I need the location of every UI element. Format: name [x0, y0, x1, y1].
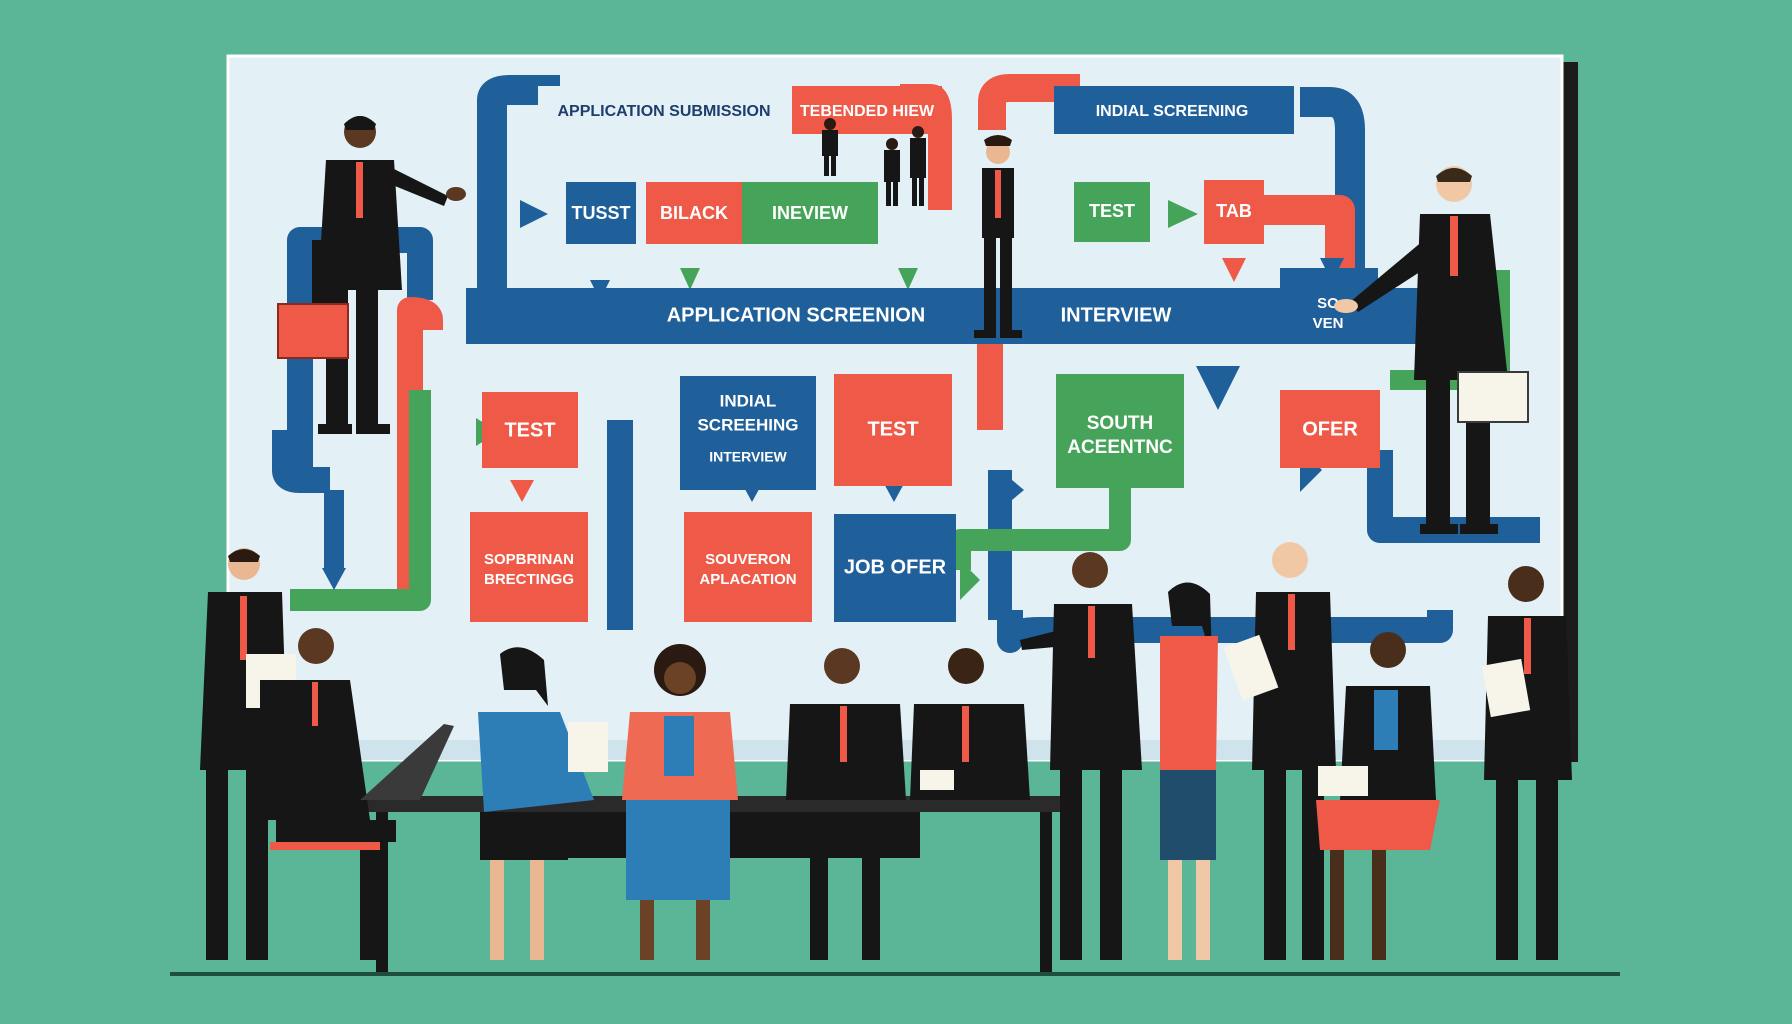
tab-label: TAB — [1216, 201, 1252, 221]
application-submission-label: APPLICATION SUBMISSION — [557, 103, 770, 120]
person-standing-right — [1481, 566, 1572, 960]
indial-label-line1: INDIAL — [720, 391, 777, 410]
person-seated-woman-coral — [622, 644, 738, 960]
small-figures-group — [822, 118, 926, 206]
man-standing-on-board — [974, 135, 1022, 338]
ineview-label: INEVIEW — [772, 203, 848, 223]
application-screening-bar — [466, 288, 1438, 344]
person-seated-laptop — [260, 628, 454, 960]
connector-green-left — [290, 390, 431, 611]
arrow-down-icon — [510, 480, 534, 502]
test-center-box — [834, 374, 952, 486]
job-offer-box — [834, 514, 956, 622]
tab-box — [1204, 180, 1264, 244]
small-figure-3 — [910, 126, 926, 206]
presenter-top-left — [277, 116, 466, 434]
tusst-label: TUSST — [571, 203, 630, 223]
tebend-review-label: TEBENDED HIEW — [800, 103, 935, 120]
person-standing-reading — [1223, 542, 1336, 960]
application-screening-label: APPLICATION SCREENION — [667, 304, 926, 326]
connector-red-right — [1260, 195, 1355, 270]
souveron-label-line1: SOUVERON — [705, 551, 791, 568]
connector-blue-bottom-right — [997, 610, 1453, 653]
team-people — [200, 542, 1572, 960]
person-standing-gesturing — [1020, 552, 1142, 960]
indial-screening-box — [680, 376, 816, 490]
connector-blue-top-right — [1300, 87, 1365, 280]
ofer-label: OFER — [1302, 418, 1358, 440]
black-label: BILACK — [660, 203, 728, 223]
connector-blue-top-left — [477, 75, 560, 340]
arrow-right-icon — [520, 200, 548, 228]
sopbrinan-label-line2: BRECTINGG — [484, 571, 574, 588]
floor-line — [170, 972, 1620, 976]
application-submission-box — [538, 86, 790, 134]
arrow-down-icon — [680, 268, 700, 290]
row-1-steps: TUSST BILACK INEVIEW TEST TAB — [566, 180, 1264, 244]
tebend-review-box — [792, 86, 942, 134]
small-figure-2 — [884, 138, 900, 206]
arrow-down-icon — [322, 568, 346, 590]
paper-document — [1318, 766, 1368, 796]
indial-label-line3: INTERVIEW — [709, 449, 787, 465]
arrow-down-icon — [898, 268, 918, 290]
person-seated-man-right — [910, 648, 1030, 800]
test-top-box — [1074, 182, 1150, 242]
souveron-label-line2: APLACATION — [699, 571, 796, 588]
paper-document — [920, 770, 954, 790]
top-process-bar: APPLICATION SUBMISSION TEBENDED HIEW IND… — [538, 86, 1294, 134]
ineview-box — [742, 182, 878, 244]
initial-screening-label: INDIAL SCREENING — [1096, 103, 1249, 120]
arrow-up-icon — [1000, 470, 1024, 510]
presenter-tie — [356, 162, 363, 218]
row-3-steps: SOPBRINAN BRECTINGG SOUVERON APLACATION … — [470, 512, 956, 622]
connector-red-top — [978, 74, 1080, 130]
test-left-box — [482, 392, 578, 468]
interview-label: INTERVIEW — [1061, 304, 1172, 326]
south-box — [1056, 374, 1184, 488]
presenter-jacket — [1414, 214, 1508, 380]
arrow-left-icon — [960, 560, 980, 600]
chair — [270, 842, 380, 850]
arrow-right-icon — [1168, 200, 1198, 228]
ofer-box — [1280, 390, 1380, 468]
so-ven-label-line1: SO — [1317, 295, 1339, 312]
presenter-jacket — [318, 160, 402, 290]
tusst-box — [566, 182, 636, 244]
connector-blue-left-turn — [272, 430, 330, 493]
sopbrinan-label-line1: SOPBRINAN — [484, 551, 574, 568]
indial-label-line2: SCREEHING — [697, 415, 798, 434]
initial-screening-bar — [1054, 86, 1294, 134]
briefcase-icon — [1457, 371, 1529, 423]
paper-document — [1223, 634, 1279, 701]
test-top-label: TEST — [1089, 201, 1135, 221]
person-seated-woman-blue — [478, 647, 608, 960]
paper-document — [568, 722, 608, 772]
south-label-line1: SOUTH — [1087, 413, 1154, 434]
laptop-icon — [360, 724, 454, 800]
person-seated-woman-right — [1316, 632, 1440, 960]
sopbrinan-box — [470, 512, 588, 622]
test-left-label: TEST — [504, 419, 555, 441]
south-label-line2: ACEENTNC — [1067, 437, 1173, 458]
job-offer-label: JOB OFER — [844, 556, 947, 578]
person-standing-woman-coral — [1160, 582, 1218, 960]
small-figure-1 — [822, 118, 838, 176]
presenter-tie — [1450, 216, 1458, 276]
arrow-down-icon — [1222, 258, 1246, 282]
paper-document — [1481, 658, 1531, 718]
test-center-label: TEST — [867, 418, 918, 440]
presenter-top-right — [1334, 166, 1529, 534]
black-box — [646, 182, 742, 244]
connector-red-left — [397, 297, 443, 610]
briefcase-icon — [277, 303, 349, 359]
row-2-steps: TEST INDIAL SCREEHING INTERVIEW TEST SOU… — [482, 374, 1380, 490]
person-seated-man-center — [786, 648, 906, 960]
connector-green-center — [949, 470, 1131, 570]
arrow-down-icon — [1196, 366, 1240, 410]
souveron-box — [684, 512, 812, 622]
so-ven-label-line2: VEN — [1313, 315, 1344, 332]
middle-process-bar: APPLICATION SCREENION INTERVIEW SO VEN — [466, 268, 1438, 344]
